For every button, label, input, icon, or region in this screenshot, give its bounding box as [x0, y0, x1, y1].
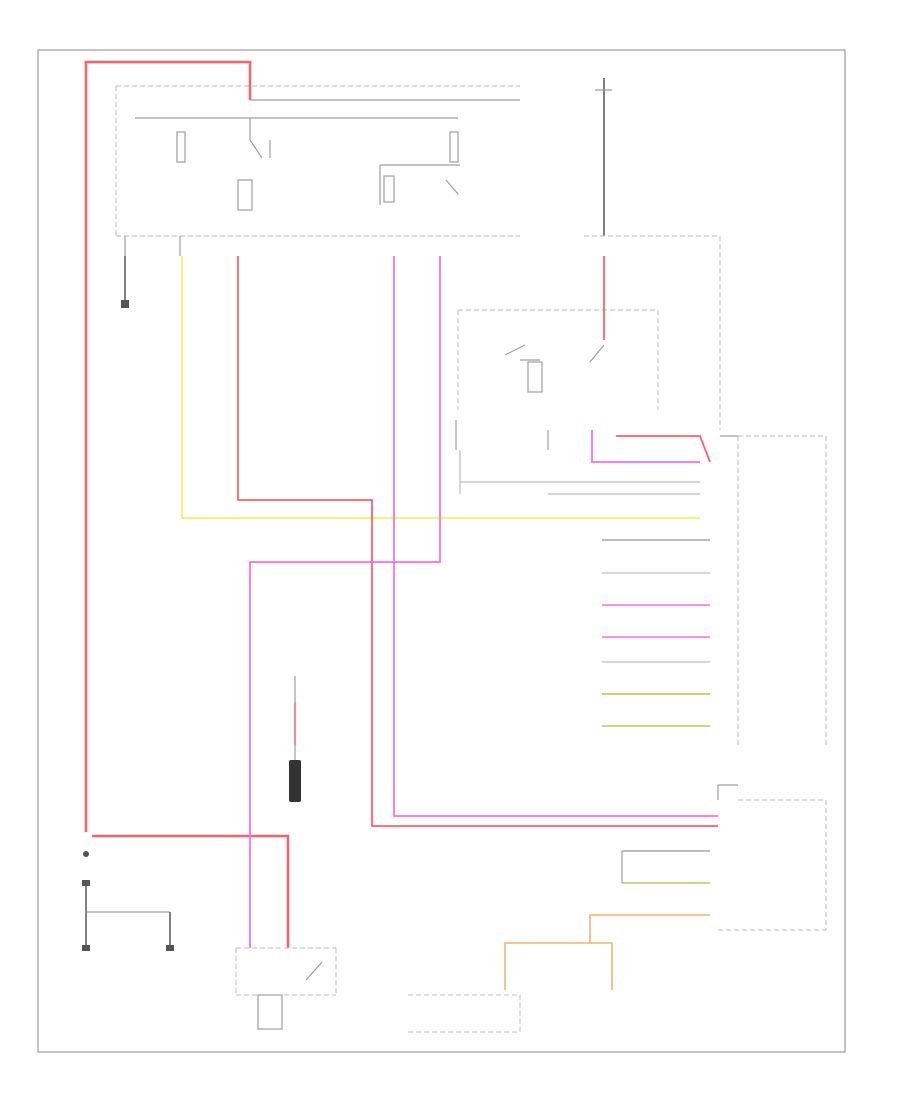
wire-pink-solenoid — [249, 256, 441, 948]
wire-pink-ignition-out — [591, 430, 700, 463]
wire-red-relay-bcm — [237, 256, 718, 827]
ignition-fuse — [584, 78, 721, 430]
ground-g1 — [121, 256, 129, 308]
wire-red-ignition-out — [616, 435, 711, 463]
clutch-switch — [289, 676, 301, 802]
bcm-connector — [717, 784, 827, 931]
fuse-2 — [449, 131, 459, 163]
wire-yellow-crank — [181, 256, 700, 519]
fuel-relay — [379, 164, 460, 205]
underhood-fuse-block — [115, 85, 520, 256]
starter-relay — [237, 118, 271, 211]
ecm-connector — [720, 435, 827, 748]
wire-red-battery-feed — [84, 60, 252, 832]
transmission-range-switch — [408, 994, 521, 1033]
ignition-switch — [455, 309, 659, 450]
wire-orange-trs — [504, 914, 710, 990]
starter-solenoid — [235, 947, 337, 1030]
diagram-frame — [37, 49, 846, 1053]
wire-pink-bcm — [393, 256, 718, 817]
wire-red-starter-feed — [92, 834, 290, 948]
wire-orange-trs-2 — [590, 942, 613, 990]
battery — [82, 851, 174, 951]
fuse-1 — [176, 131, 186, 163]
